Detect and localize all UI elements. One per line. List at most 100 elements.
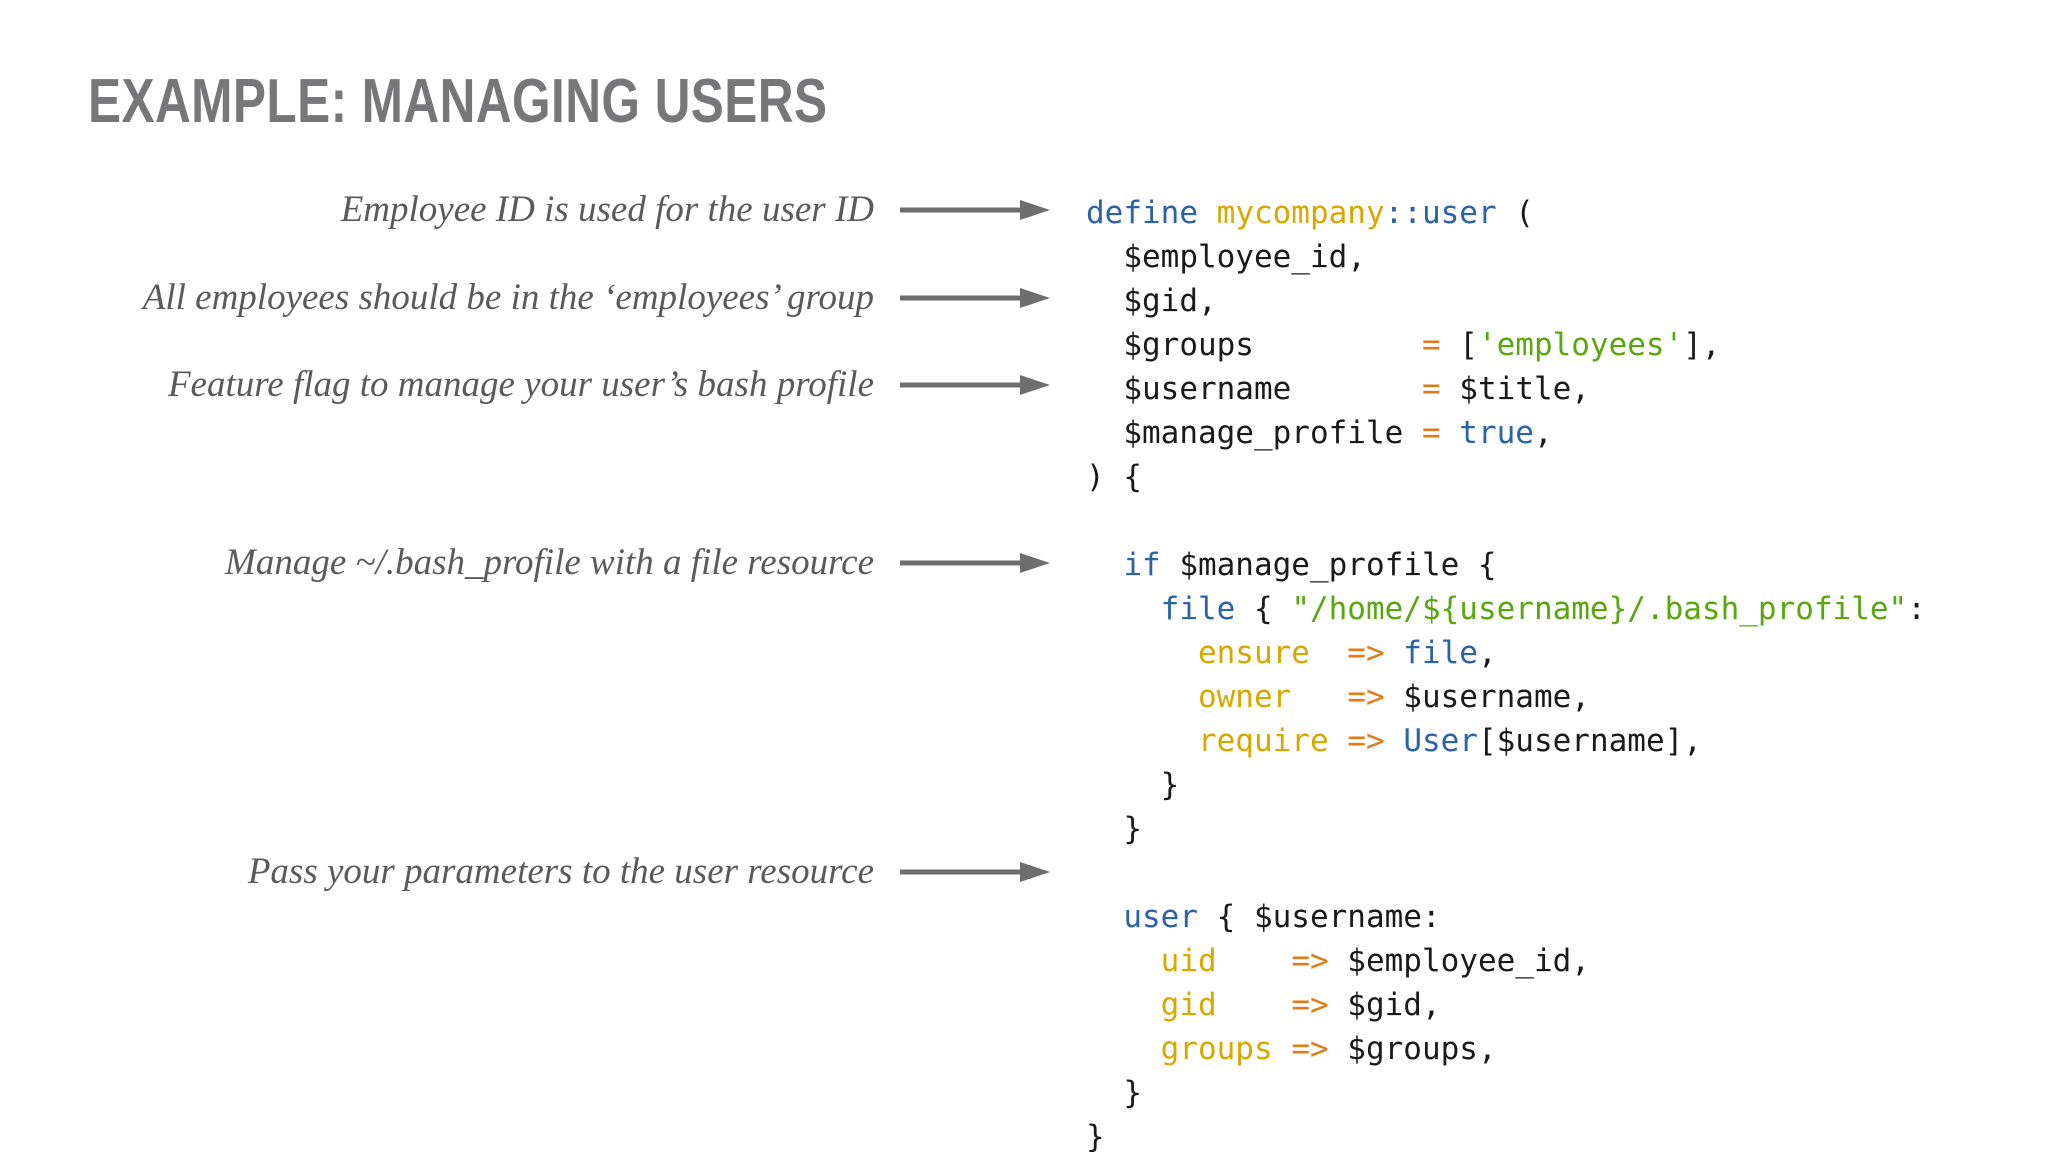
- code-token: [1217, 987, 1292, 1023]
- code-line: $groups = ['employees'],: [1086, 323, 1926, 367]
- code-token: ],: [1683, 327, 1721, 363]
- annotation-employee-id: Employee ID is used for the user ID: [0, 188, 1050, 232]
- code-token: "/home/${username}/.bash_profile": [1291, 591, 1908, 627]
- code-token: $username: [1086, 371, 1422, 407]
- right-arrow-icon: [900, 862, 1050, 882]
- code-token: groups: [1160, 1031, 1273, 1067]
- code-line: gid => $gid,: [1086, 983, 1926, 1027]
- code-token: $employee_id,: [1086, 239, 1366, 275]
- code-token: file: [1403, 635, 1478, 671]
- annotation-label: Manage ~/.bash_profile with a file resou…: [225, 542, 874, 583]
- code-token: $groups,: [1328, 1031, 1497, 1067]
- code-token: =>: [1291, 1031, 1329, 1067]
- code-line: [1086, 499, 1926, 543]
- code-token: User: [1403, 723, 1478, 759]
- code-line: if $manage_profile {: [1086, 543, 1926, 587]
- code-line: $username = $title,: [1086, 367, 1926, 411]
- code-token: [1086, 635, 1198, 671]
- code-token: [1385, 723, 1404, 759]
- code-token: }: [1086, 811, 1142, 847]
- code-token: gid: [1160, 987, 1217, 1023]
- annotation-label: Pass your parameters to the user resourc…: [247, 851, 874, 892]
- code-token: [1198, 195, 1217, 231]
- annotation-label: Feature flag to manage your user’s bash …: [167, 364, 874, 405]
- annotation-employees-group: All employees should be in the ‘employee…: [0, 276, 1050, 320]
- code-token: =>: [1291, 943, 1329, 979]
- code-line: uid => $employee_id,: [1086, 939, 1926, 983]
- code-token: [1310, 635, 1347, 671]
- code-token: =>: [1291, 987, 1329, 1023]
- code-token: $employee_id,: [1328, 943, 1590, 979]
- code-token: [1291, 679, 1347, 715]
- code-token: [1385, 635, 1404, 671]
- code-token: uid: [1160, 943, 1217, 979]
- code-token: $groups: [1086, 327, 1422, 363]
- code-line: groups => $groups,: [1086, 1027, 1926, 1071]
- code-line: $gid,: [1086, 279, 1926, 323]
- code-token: [1217, 943, 1292, 979]
- code-token: ensure: [1197, 635, 1310, 671]
- code-token: }: [1086, 767, 1180, 803]
- page-title: EXAMPLE: MANAGING USERS: [88, 67, 828, 136]
- code-line: }: [1086, 807, 1926, 851]
- code-token: ::: [1384, 195, 1422, 231]
- code-token: [1086, 943, 1161, 979]
- code-token: [1441, 415, 1460, 451]
- code-token: user: [1421, 195, 1497, 231]
- code-token: (: [1496, 195, 1534, 231]
- code-token: $gid,: [1086, 283, 1217, 319]
- annotation-feature-flag: Feature flag to manage your user’s bash …: [0, 363, 1050, 407]
- code-line: ) {: [1086, 455, 1926, 499]
- code-token: mycompany: [1216, 195, 1385, 231]
- code-token: [1329, 723, 1348, 759]
- code-token: [$username],: [1477, 723, 1702, 759]
- code-token: { $username:: [1197, 899, 1441, 935]
- code-token: ,: [1533, 415, 1553, 451]
- code-token: $gid,: [1328, 987, 1441, 1023]
- code-token: [1086, 723, 1198, 759]
- code-token: ) {: [1086, 459, 1142, 495]
- code-line: }: [1086, 1071, 1926, 1115]
- code-line: }: [1086, 763, 1926, 807]
- annotation-label: Employee ID is used for the user ID: [340, 189, 874, 230]
- code-token: =>: [1347, 679, 1385, 715]
- code-token: define: [1086, 195, 1198, 231]
- code-token: $username,: [1384, 679, 1590, 715]
- code-token: [1273, 1031, 1292, 1067]
- code-line: $employee_id,: [1086, 235, 1926, 279]
- code-token: =: [1421, 327, 1441, 363]
- right-arrow-icon: [900, 288, 1050, 308]
- code-line: ensure => file,: [1086, 631, 1926, 675]
- code-line: owner => $username,: [1086, 675, 1926, 719]
- code-token: [: [1440, 327, 1478, 363]
- code-token: $manage_profile {: [1160, 547, 1497, 583]
- right-arrow-icon: [900, 375, 1050, 395]
- code-line: define mycompany::user (: [1086, 191, 1926, 235]
- code-token: [1086, 547, 1123, 583]
- code-token: }: [1086, 1119, 1105, 1152]
- code-token: owner: [1197, 679, 1292, 715]
- code-line: file { "/home/${username}/.bash_profile"…: [1086, 587, 1926, 631]
- right-arrow-icon: [900, 553, 1050, 573]
- code-line: user { $username:: [1086, 895, 1926, 939]
- code-token: user: [1123, 899, 1198, 935]
- code-token: =>: [1347, 723, 1385, 759]
- right-arrow-icon: [900, 200, 1050, 220]
- code-line: $manage_profile = true,: [1086, 411, 1926, 455]
- code-token: $manage_profile: [1086, 415, 1422, 451]
- code-block: define mycompany::user ( $employee_id, $…: [1086, 191, 1926, 1152]
- code-token: [1086, 591, 1161, 627]
- code-line: require => User[$username],: [1086, 719, 1926, 763]
- code-token: true: [1459, 415, 1534, 451]
- code-token: =: [1421, 415, 1441, 451]
- code-token: ,: [1477, 635, 1497, 671]
- code-token: [1086, 1031, 1161, 1067]
- code-token: =>: [1347, 635, 1385, 671]
- code-token: [1086, 679, 1198, 715]
- code-token: =: [1421, 371, 1441, 407]
- annotation-user-parameters: Pass your parameters to the user resourc…: [0, 850, 1050, 894]
- code-token: $title,: [1440, 371, 1590, 407]
- code-line: }: [1086, 1115, 1926, 1152]
- code-token: }: [1086, 1075, 1142, 1111]
